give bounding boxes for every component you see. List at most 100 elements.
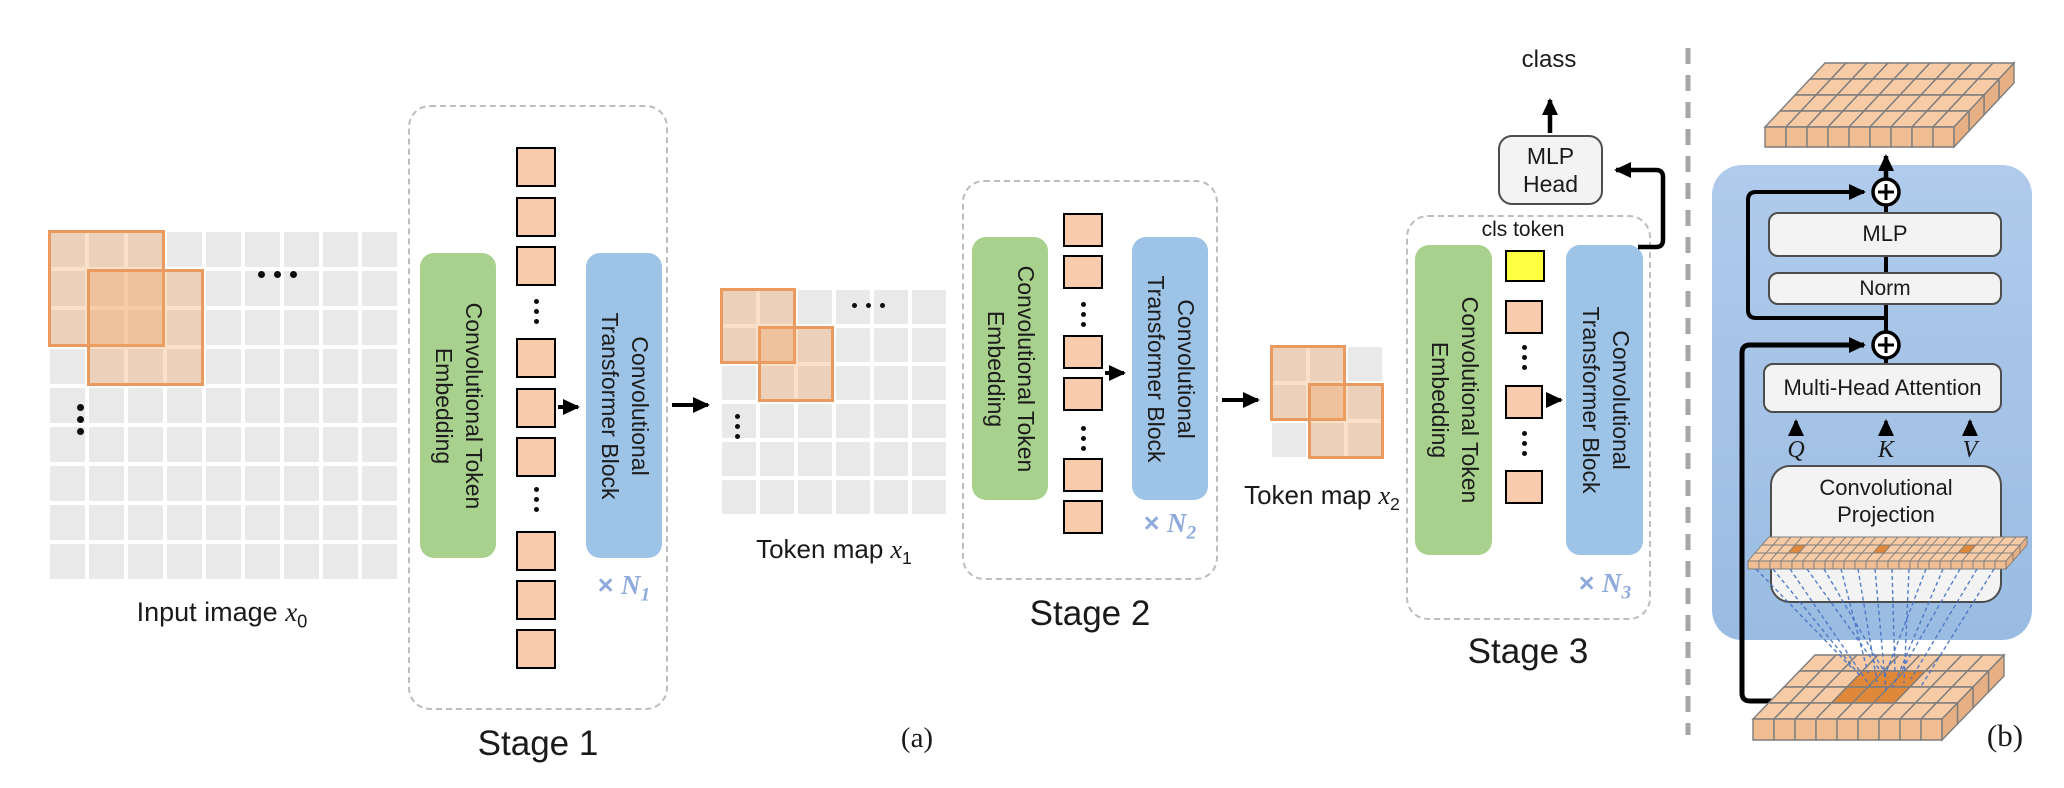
grid-cell — [284, 544, 319, 579]
token-square — [516, 531, 556, 571]
cls-token-label: cls token — [1481, 218, 1565, 241]
grid-cell — [798, 290, 832, 324]
grid-cell — [50, 232, 85, 267]
ellipsis-icon — [1519, 430, 1529, 456]
grid-cell — [912, 290, 946, 324]
dot — [257, 270, 265, 278]
dot — [533, 496, 539, 502]
token-square — [1505, 300, 1543, 334]
grid-cell — [128, 310, 163, 345]
dot — [879, 302, 885, 308]
grid-cell — [323, 544, 358, 579]
k-label: K — [1877, 437, 1894, 463]
grid-cell — [874, 404, 908, 438]
grid-cell — [89, 349, 124, 384]
grid-cell — [128, 427, 163, 462]
dot — [1521, 364, 1527, 370]
grid-cell — [245, 427, 280, 462]
conv-window-patch — [87, 269, 204, 386]
dot — [533, 298, 539, 304]
grid-cell — [836, 442, 870, 476]
grid-cell — [874, 480, 908, 514]
grid-cell — [89, 466, 124, 501]
grid-cell — [798, 442, 832, 476]
grid-cell — [206, 271, 241, 306]
grid-cell — [722, 328, 756, 362]
grid-cell — [798, 328, 832, 362]
grid-cell — [206, 544, 241, 579]
token-square — [516, 197, 556, 237]
dot — [734, 433, 740, 439]
grid-cell — [89, 544, 124, 579]
grid-cell — [323, 466, 358, 501]
conv-window-patch — [758, 326, 834, 402]
token-square — [516, 437, 556, 477]
stage1-box — [408, 105, 668, 710]
input-image-grid — [50, 232, 397, 579]
dot — [533, 486, 539, 492]
stage1-repeat-count: × N1 — [597, 570, 651, 606]
grid-cell — [836, 404, 870, 438]
stage3-box — [1406, 215, 1651, 620]
stage1-label: Stage 1 — [477, 724, 599, 763]
grid-cell — [50, 271, 85, 306]
dot — [865, 302, 871, 308]
dot — [1080, 445, 1086, 451]
mlp-box: MLP — [1768, 212, 2002, 257]
token-square — [1063, 213, 1103, 247]
grid-cell — [760, 480, 794, 514]
grid-cell — [362, 466, 397, 501]
grid-cell — [50, 349, 85, 384]
grid-cell — [760, 366, 794, 400]
grid-cell — [362, 310, 397, 345]
grid-cell — [128, 466, 163, 501]
dot — [1521, 440, 1527, 446]
grid-cell — [1272, 347, 1306, 381]
grid-cell — [912, 480, 946, 514]
grid-cell — [874, 366, 908, 400]
ellipsis-icon — [250, 268, 304, 280]
cls-token-square — [1505, 250, 1545, 282]
grid-cell — [206, 466, 241, 501]
token-map-2-label: Token map x2 — [1244, 480, 1400, 515]
panel-a-caption: (a) — [900, 722, 934, 754]
grid-cell — [912, 328, 946, 362]
grid-cell — [323, 271, 358, 306]
dot — [1521, 450, 1527, 456]
grid-cell — [760, 442, 794, 476]
dot — [1080, 311, 1086, 317]
dot — [289, 270, 297, 278]
grid-cell — [1310, 423, 1344, 457]
grid-cell — [798, 404, 832, 438]
grid-cell — [50, 505, 85, 540]
mlp-head-box: MLP Head — [1498, 135, 1603, 205]
dot — [1080, 301, 1086, 307]
grid-cell — [89, 427, 124, 462]
token-square — [1505, 470, 1543, 504]
grid-cell — [722, 366, 756, 400]
ellipsis-icon — [531, 486, 541, 512]
grid-cell — [89, 310, 124, 345]
grid-cell — [245, 232, 280, 267]
grid-cell — [206, 505, 241, 540]
stage2-conv-transformer-block: Convolutional Transformer Block — [1132, 237, 1208, 500]
token-square — [1063, 377, 1103, 411]
grid-cell — [50, 310, 85, 345]
grid-cell — [167, 271, 202, 306]
grid-cell — [722, 442, 756, 476]
grid-cell — [323, 427, 358, 462]
grid-cell — [798, 366, 832, 400]
ellipsis-icon — [1078, 425, 1088, 451]
grid-cell — [722, 290, 756, 324]
input-image-label: Input image x0 — [136, 597, 308, 632]
token-square — [1063, 458, 1103, 492]
grid-cell — [167, 466, 202, 501]
grid-cell — [284, 271, 319, 306]
stage3-repeat-count: × N3 — [1578, 568, 1632, 604]
grid-cell — [128, 388, 163, 423]
grid-cell — [836, 480, 870, 514]
stage1-conv-transformer-block: Convolutional Transformer Block — [586, 253, 662, 558]
dot — [734, 413, 740, 419]
grid-cell — [167, 232, 202, 267]
dot — [76, 415, 84, 423]
